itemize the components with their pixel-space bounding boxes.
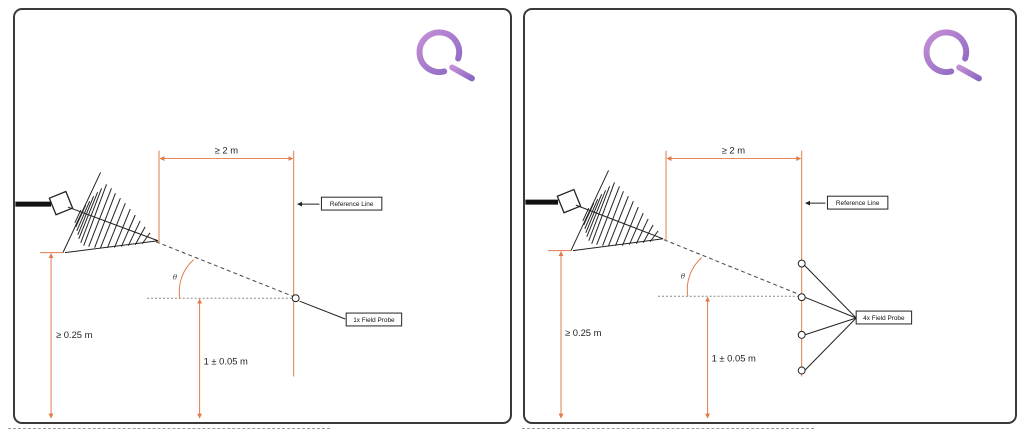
- distance-label: ≥ 2 m: [215, 145, 239, 156]
- test-setup-diagram-right: θ ≥ 2 m ≥ 0.25 m 1 ± 0.05 m Reference Li…: [525, 29, 982, 419]
- field-probe-label: 1x Field Probe: [353, 317, 395, 324]
- field-probe-icon: [291, 294, 300, 303]
- antenna-icon: [15, 172, 159, 254]
- logo-icon: [923, 29, 982, 82]
- field-probe-label: 4x Field Probe: [863, 315, 905, 322]
- field-probe-icon: [797, 366, 806, 375]
- antenna-icon: [525, 170, 664, 252]
- field-probe-icon: [797, 259, 806, 268]
- test-setup-diagram-left: θ ≥ 2 m ≥ 0.25 m 1 ± 0.05 m Reference Li…: [15, 29, 475, 419]
- angle-label: θ: [173, 273, 178, 281]
- panel-four-probes: θ ≥ 2 m ≥ 0.25 m 1 ± 0.05 m Reference Li…: [523, 8, 1017, 424]
- bottom-rule-left: [8, 428, 330, 429]
- logo-icon: [416, 29, 475, 82]
- probe-height-label: 1 ± 0.05 m: [712, 353, 756, 364]
- field-probe-icon: [797, 330, 806, 339]
- angle-label: θ: [681, 272, 686, 280]
- antenna-height-label: ≥ 0.25 m: [56, 329, 93, 340]
- bottom-rule-right: [522, 428, 814, 429]
- field-probe-icon: [797, 293, 806, 302]
- probe-height-label: 1 ± 0.05 m: [204, 356, 248, 367]
- distance-label: ≥ 2 m: [722, 145, 746, 156]
- reference-line-label: Reference Line: [330, 201, 374, 208]
- panel-single-probe: θ ≥ 2 m ≥ 0.25 m 1 ± 0.05 m Reference Li…: [13, 8, 512, 424]
- reference-line-label: Reference Line: [836, 200, 880, 207]
- antenna-height-label: ≥ 0.25 m: [565, 327, 602, 338]
